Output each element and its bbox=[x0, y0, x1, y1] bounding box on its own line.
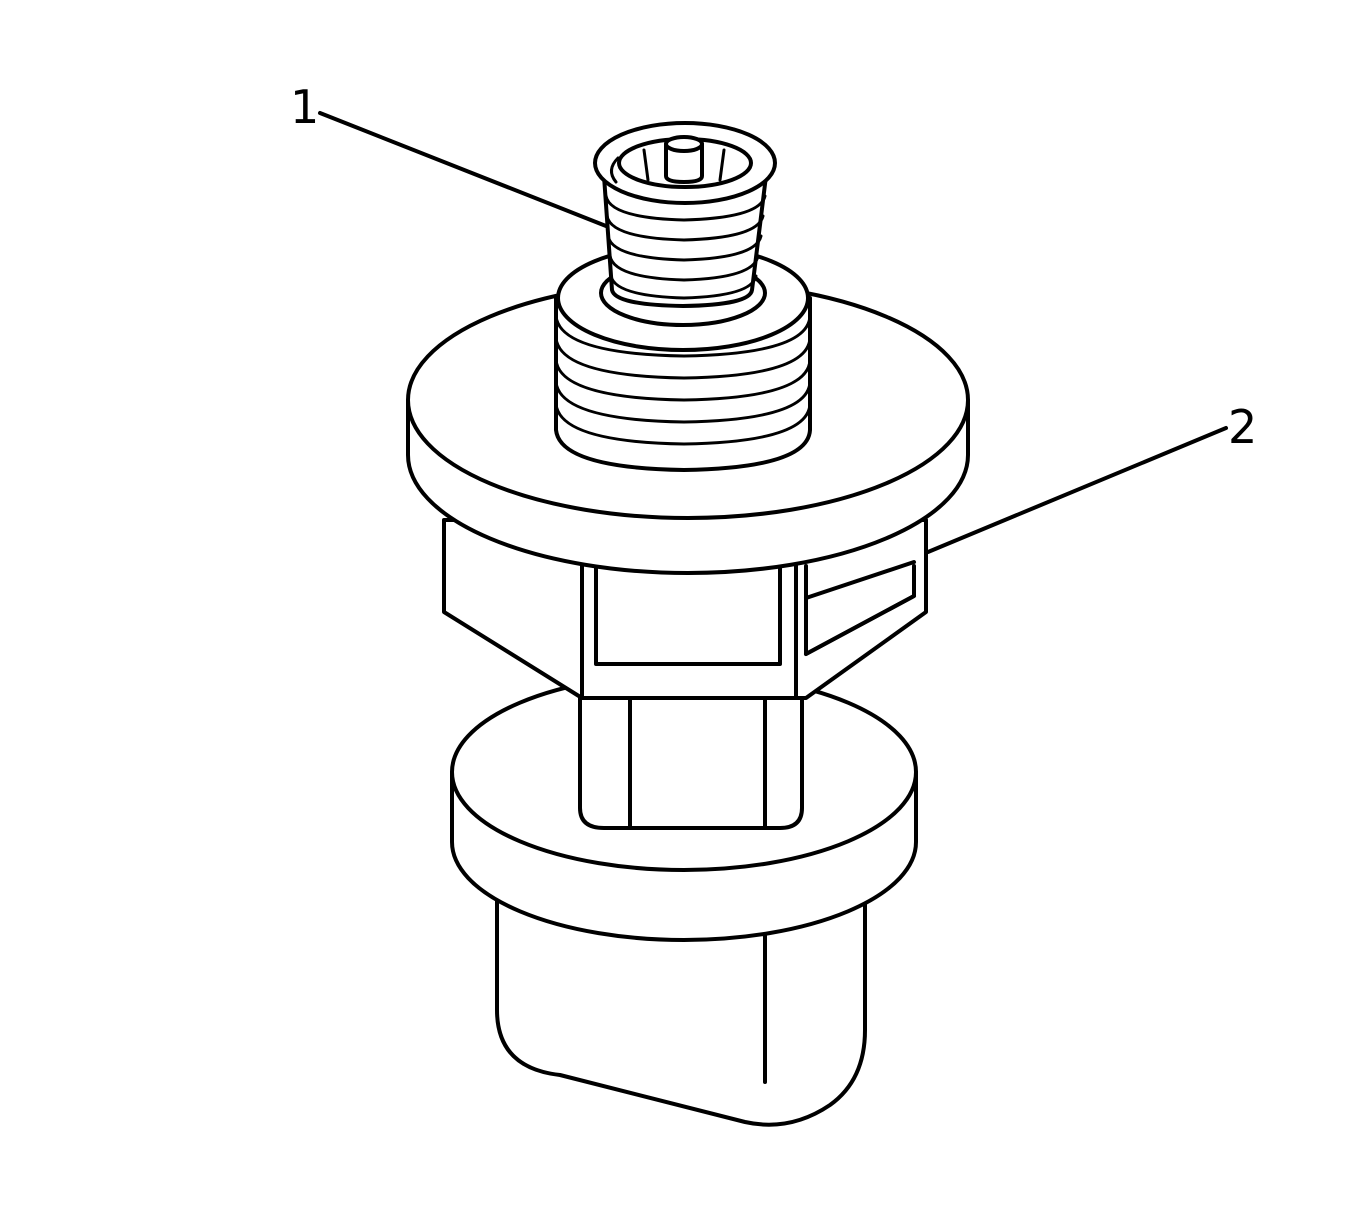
callout-2: 2 bbox=[1228, 400, 1258, 454]
leader-line-2 bbox=[926, 426, 1228, 554]
neck bbox=[578, 678, 804, 830]
leader-line-1 bbox=[318, 111, 608, 228]
sensor-tip bbox=[593, 121, 777, 308]
hex-body bbox=[442, 518, 928, 700]
callout-1: 1 bbox=[290, 80, 320, 134]
connector-shell bbox=[495, 878, 867, 1127]
